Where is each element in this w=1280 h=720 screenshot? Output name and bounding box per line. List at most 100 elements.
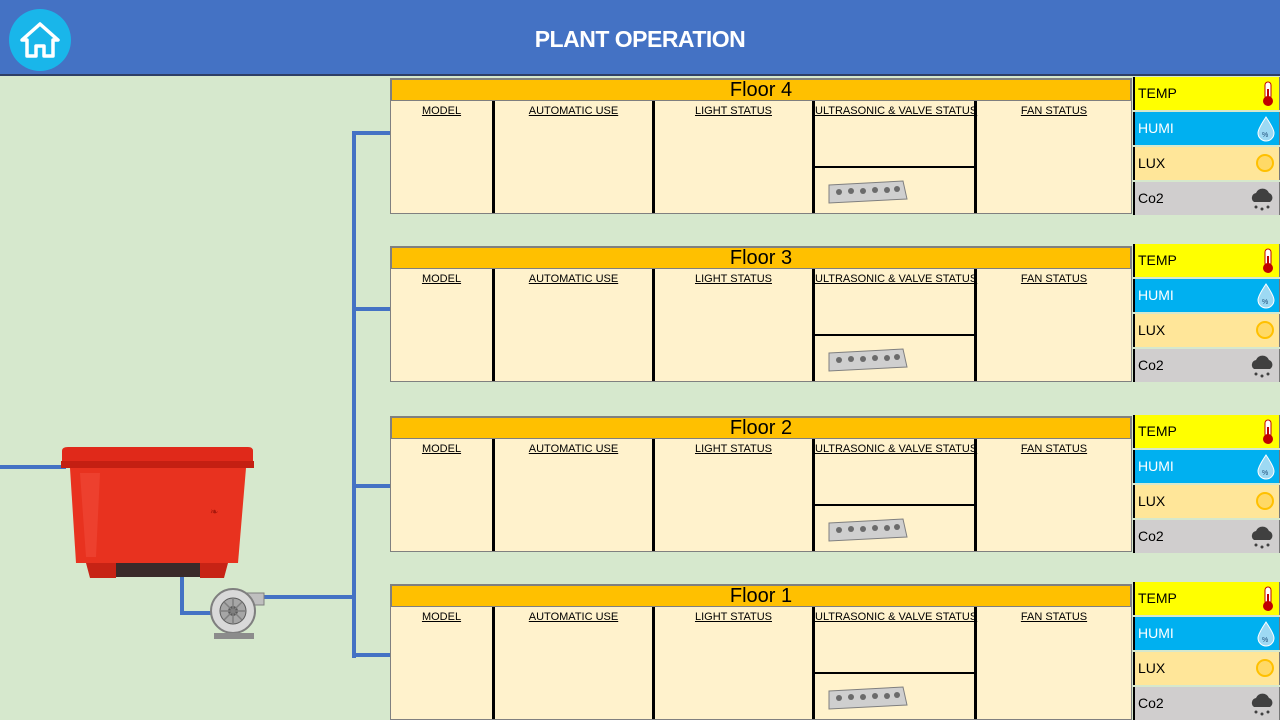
automatic-use-cell: AUTOMATIC USE: [495, 607, 655, 719]
floor-4-panel: Floor 4 MODEL AUTOMATIC USE LIGHT STATUS…: [390, 78, 1132, 214]
temp-sensor[interactable]: TEMP: [1133, 77, 1280, 110]
automatic-use-header[interactable]: AUTOMATIC USE: [528, 105, 619, 117]
water-drop-icon: %: [1257, 283, 1275, 309]
divider: [815, 672, 974, 674]
co2-sensor[interactable]: Co2: [1133, 687, 1280, 720]
fan-status-cell: FAN STATUS: [977, 607, 1131, 719]
sun-icon: [1256, 154, 1274, 172]
co2-label: Co2: [1138, 528, 1164, 544]
cloud-icon: [1251, 188, 1273, 211]
thermometer-icon: [1263, 586, 1273, 611]
humidity-sensor[interactable]: HUMI %: [1133, 617, 1280, 650]
co2-sensor[interactable]: Co2: [1133, 349, 1280, 382]
header-bar: PLANT OPERATION: [0, 0, 1280, 76]
pipe-pump-out: [262, 595, 356, 599]
fan-status-header[interactable]: FAN STATUS: [1020, 273, 1088, 285]
light-status-cell: LIGHT STATUS: [655, 101, 815, 213]
floor-2-sensors: TEMP HUMI % LUX Co2: [1133, 415, 1280, 553]
divider: [815, 166, 974, 168]
pipe-branch-floor-1: [352, 653, 392, 657]
temp-label: TEMP: [1138, 252, 1177, 268]
light-status-header[interactable]: LIGHT STATUS: [694, 273, 772, 285]
svg-text:%: %: [1262, 132, 1268, 139]
page-title: PLANT OPERATION: [534, 26, 746, 52]
humidity-sensor[interactable]: HUMI %: [1133, 279, 1280, 312]
valve-manifold-icon: [828, 518, 908, 542]
floor-title: Floor 3: [391, 247, 1131, 269]
model-header[interactable]: MODEL: [421, 611, 462, 623]
ultrasonic-valve-cell: ULTRASONIC & VALVE STATUS: [815, 607, 977, 719]
model-header[interactable]: MODEL: [421, 105, 462, 117]
thermometer-icon: [1263, 81, 1273, 106]
model-cell: MODEL: [391, 439, 495, 551]
fan-status-header[interactable]: FAN STATUS: [1020, 611, 1088, 623]
lux-label: LUX: [1138, 493, 1166, 509]
humidity-sensor[interactable]: HUMI %: [1133, 112, 1280, 145]
lux-sensor[interactable]: LUX: [1133, 314, 1280, 347]
automatic-use-cell: AUTOMATIC USE: [495, 439, 655, 551]
fan-status-header[interactable]: FAN STATUS: [1020, 105, 1088, 117]
lux-label: LUX: [1138, 322, 1166, 338]
lux-sensor[interactable]: LUX: [1133, 147, 1280, 180]
divider: [815, 334, 974, 336]
ultrasonic-valve-header[interactable]: ULTRASONIC & VALVE STATUS: [815, 611, 978, 623]
fan-status-cell: FAN STATUS: [977, 439, 1131, 551]
model-header[interactable]: MODEL: [421, 443, 462, 455]
fan-status-header[interactable]: FAN STATUS: [1020, 443, 1088, 455]
model-cell: MODEL: [391, 269, 495, 381]
light-status-header[interactable]: LIGHT STATUS: [694, 105, 772, 117]
ultrasonic-valve-header[interactable]: ULTRASONIC & VALVE STATUS: [815, 443, 978, 455]
temp-sensor[interactable]: TEMP: [1133, 582, 1280, 615]
pipe-main-riser: [352, 131, 356, 658]
co2-label: Co2: [1138, 357, 1164, 373]
floor-2-panel: Floor 2 MODEL AUTOMATIC USE LIGHT STATUS…: [390, 416, 1132, 552]
pipe-branch-floor-3: [352, 307, 392, 311]
cloud-icon: [1251, 355, 1273, 378]
svg-text:%: %: [1262, 299, 1268, 306]
pump-icon: [210, 588, 265, 639]
floor-1-sensors: TEMP HUMI % LUX Co2: [1133, 582, 1280, 720]
divider: [815, 504, 974, 506]
automatic-use-header[interactable]: AUTOMATIC USE: [528, 443, 619, 455]
light-status-cell: LIGHT STATUS: [655, 439, 815, 551]
pipe-tank-inlet: [0, 465, 66, 469]
co2-sensor[interactable]: Co2: [1133, 182, 1280, 215]
floor-3-sensors: TEMP HUMI % LUX Co2: [1133, 244, 1280, 382]
co2-sensor[interactable]: Co2: [1133, 520, 1280, 553]
temp-sensor[interactable]: TEMP: [1133, 415, 1280, 448]
floor-title: Floor 1: [391, 585, 1131, 607]
model-cell: MODEL: [391, 101, 495, 213]
model-header[interactable]: MODEL: [421, 273, 462, 285]
fan-status-cell: FAN STATUS: [977, 101, 1131, 213]
sun-icon: [1256, 492, 1274, 510]
pipe-tank-down: [180, 575, 184, 615]
humidity-sensor[interactable]: HUMI %: [1133, 450, 1280, 483]
lux-label: LUX: [1138, 155, 1166, 171]
automatic-use-header[interactable]: AUTOMATIC USE: [528, 611, 619, 623]
light-status-header[interactable]: LIGHT STATUS: [694, 611, 772, 623]
co2-label: Co2: [1138, 695, 1164, 711]
temp-sensor[interactable]: TEMP: [1133, 244, 1280, 277]
floor-1-panel: Floor 1 MODEL AUTOMATIC USE LIGHT STATUS…: [390, 584, 1132, 720]
temp-label: TEMP: [1138, 423, 1177, 439]
lux-sensor[interactable]: LUX: [1133, 652, 1280, 685]
home-button[interactable]: [9, 9, 71, 71]
floor-title: Floor 4: [391, 79, 1131, 101]
automatic-use-cell: AUTOMATIC USE: [495, 101, 655, 213]
automatic-use-cell: AUTOMATIC USE: [495, 269, 655, 381]
valve-manifold-icon: [828, 180, 908, 204]
ultrasonic-valve-header[interactable]: ULTRASONIC & VALVE STATUS: [815, 273, 978, 285]
water-tank-icon: ❧: [61, 447, 254, 578]
svg-text:%: %: [1262, 637, 1268, 644]
light-status-header[interactable]: LIGHT STATUS: [694, 443, 772, 455]
automatic-use-header[interactable]: AUTOMATIC USE: [528, 273, 619, 285]
water-drop-icon: %: [1257, 621, 1275, 647]
lux-sensor[interactable]: LUX: [1133, 485, 1280, 518]
ultrasonic-valve-header[interactable]: ULTRASONIC & VALVE STATUS: [815, 105, 978, 117]
humi-label: HUMI: [1138, 458, 1174, 474]
water-drop-icon: %: [1257, 454, 1275, 480]
pipe-pump-in: [180, 611, 212, 615]
floor-title: Floor 2: [391, 417, 1131, 439]
light-status-cell: LIGHT STATUS: [655, 269, 815, 381]
thermometer-icon: [1263, 248, 1273, 273]
